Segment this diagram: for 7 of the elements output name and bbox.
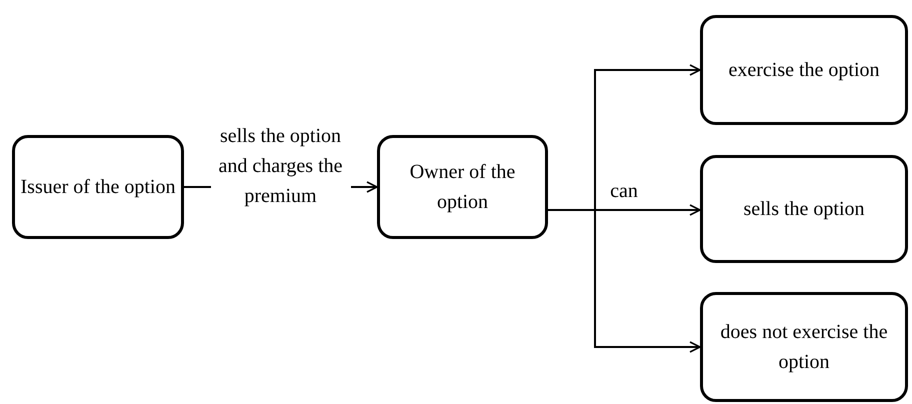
edge-label: can bbox=[609, 179, 639, 204]
process-box: exercise the option bbox=[700, 15, 908, 125]
process-box: Owner of the option bbox=[377, 135, 548, 239]
process-box: does not exercise the option bbox=[700, 292, 908, 402]
process-box: sells the option bbox=[700, 155, 908, 263]
arrow bbox=[548, 209, 701, 353]
process-box: Issuer of the option bbox=[12, 135, 184, 239]
